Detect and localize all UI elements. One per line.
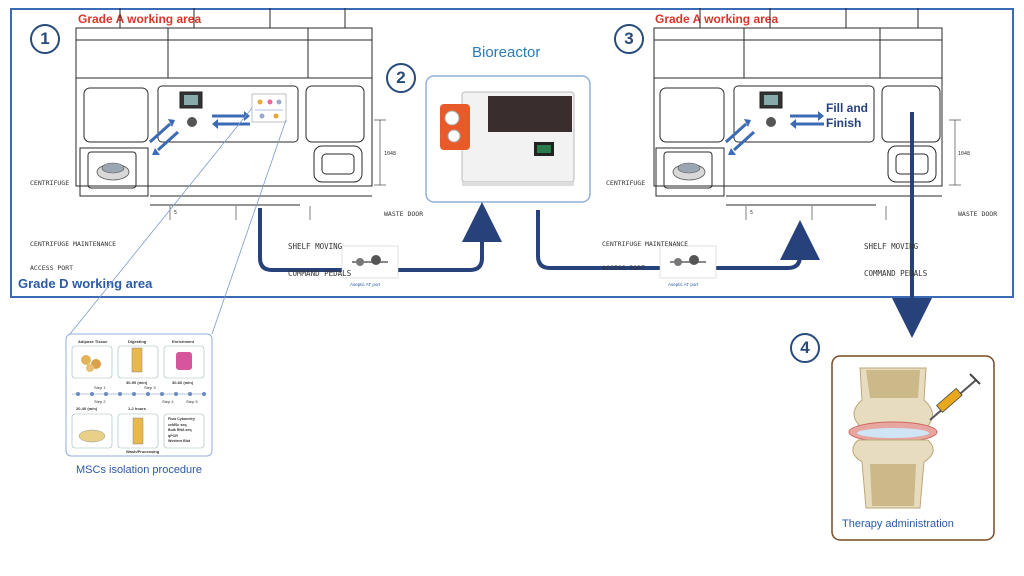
- msc-procedure-frame: [65, 333, 213, 457]
- msc-time-label-1: 30-90 (min): [126, 380, 148, 385]
- centrifuge-label-left: CENTRIFUGE: [30, 179, 70, 187]
- msc-step-label-5: Step 5: [186, 399, 198, 404]
- maintenance-line-1-right: CENTRIFUGE MAINTENANCE: [602, 240, 689, 248]
- fill-finish-line-1: Fill and: [826, 101, 868, 115]
- msc-analysis-item: Western Blot: [168, 439, 191, 443]
- grade-a-label-right: Grade A working area: [655, 12, 779, 26]
- msc-top-label-1: Adipose Tissue: [78, 339, 108, 344]
- msc-time-label-2: 30-60 (min): [172, 380, 194, 385]
- grade-d-frame: [10, 8, 1014, 298]
- maintenance-line-2-left: ACCESS PORT: [30, 264, 74, 272]
- msc-top-label-2: Digesting: [128, 339, 147, 344]
- shelf-line-2-left: COMMAND PEDALS: [288, 269, 352, 278]
- msc-wash-label: Wash/Processing: [126, 449, 160, 454]
- step-3-badge: 3: [614, 24, 644, 54]
- bioreactor-title: Bioreactor: [472, 44, 541, 61]
- dimension-label-right: 1048: [958, 151, 971, 157]
- msc-top-label-3: Enrichment: [172, 339, 195, 344]
- msc-step-label-1: Step 1: [94, 385, 106, 390]
- grade-a-label-left: Grade A working area: [78, 12, 202, 26]
- aseptic-port-right: [659, 245, 717, 279]
- maintenance-label-left: CENTRIFUGE MAINTENANCE ACCESS PORT: [30, 224, 116, 280]
- msc-analysis-item: Bulk RNA seq: [168, 428, 192, 432]
- dimension-small-left: 5: [174, 210, 178, 216]
- step-4-badge: 4: [790, 333, 820, 363]
- step-2-badge: 2: [386, 63, 416, 93]
- fill-finish-line-2: Finish: [826, 116, 862, 130]
- right-isolator-drawing: [653, 8, 961, 220]
- knee-joint-illustration: [848, 367, 938, 509]
- waste-label-right: WASTE DOOR: [958, 210, 998, 218]
- waste-label-left: WASTE DOOR: [384, 210, 424, 218]
- msc-step-label-3: Step 3: [144, 385, 156, 390]
- msc-time-label-4: 1-2 hours: [128, 406, 147, 411]
- maintenance-label-right: CENTRIFUGE MAINTENANCE ACCESS PORT: [602, 224, 688, 280]
- shelf-line-2-right: COMMAND PEDALS: [864, 269, 928, 278]
- step-1-badge: 1: [30, 24, 60, 54]
- msc-step-label-4: Step 4: [162, 399, 174, 404]
- msc-analysis-item: qPCR: [168, 433, 178, 438]
- left-isolator-drawing: [75, 8, 386, 220]
- fill-finish-label: Fill and Finish: [826, 101, 868, 131]
- centrifuge-label-right: CENTRIFUGE: [606, 179, 646, 187]
- grade-d-label: Grade D working area: [18, 276, 153, 291]
- aseptic-port-label-left: Aseptic AT port: [350, 282, 381, 287]
- msc-caption: MSCs isolation procedure: [76, 464, 202, 476]
- aseptic-port-label-right: Aseptic AT port: [668, 282, 699, 287]
- msc-analysis-item: ceMSc seq: [168, 422, 187, 427]
- shelf-label-right: SHELF MOVING COMMAND PEDALS: [864, 224, 927, 287]
- syringe-icon: [929, 373, 981, 421]
- shelf-line-1-left: SHELF MOVING: [288, 242, 343, 251]
- transfer-arrows-right: [724, 111, 824, 155]
- msc-analysis-item: Flow Cytometry: [168, 417, 195, 421]
- transfer-arrows-left: [148, 111, 250, 155]
- shelf-label-left: SHELF MOVING COMMAND PEDALS: [288, 224, 351, 287]
- maintenance-line-1-left: CENTRIFUGE MAINTENANCE: [30, 240, 117, 248]
- therapy-caption: Therapy administration: [842, 518, 954, 530]
- msc-analysis-list: Flow Cytometry ceMSc seq Bulk RNA seq qP…: [168, 417, 195, 445]
- dimension-small-right: 5: [750, 210, 754, 216]
- bioreactor-device: [440, 91, 575, 186]
- msc-step-label-2: Step 2: [94, 399, 106, 404]
- shelf-line-1-right: SHELF MOVING: [864, 242, 919, 251]
- dimension-label-left: 1048: [384, 151, 397, 157]
- aseptic-port-left: [341, 245, 399, 279]
- msc-time-label-3: 20-40 (min): [76, 406, 98, 411]
- maintenance-line-2-right: ACCESS PORT: [602, 264, 646, 272]
